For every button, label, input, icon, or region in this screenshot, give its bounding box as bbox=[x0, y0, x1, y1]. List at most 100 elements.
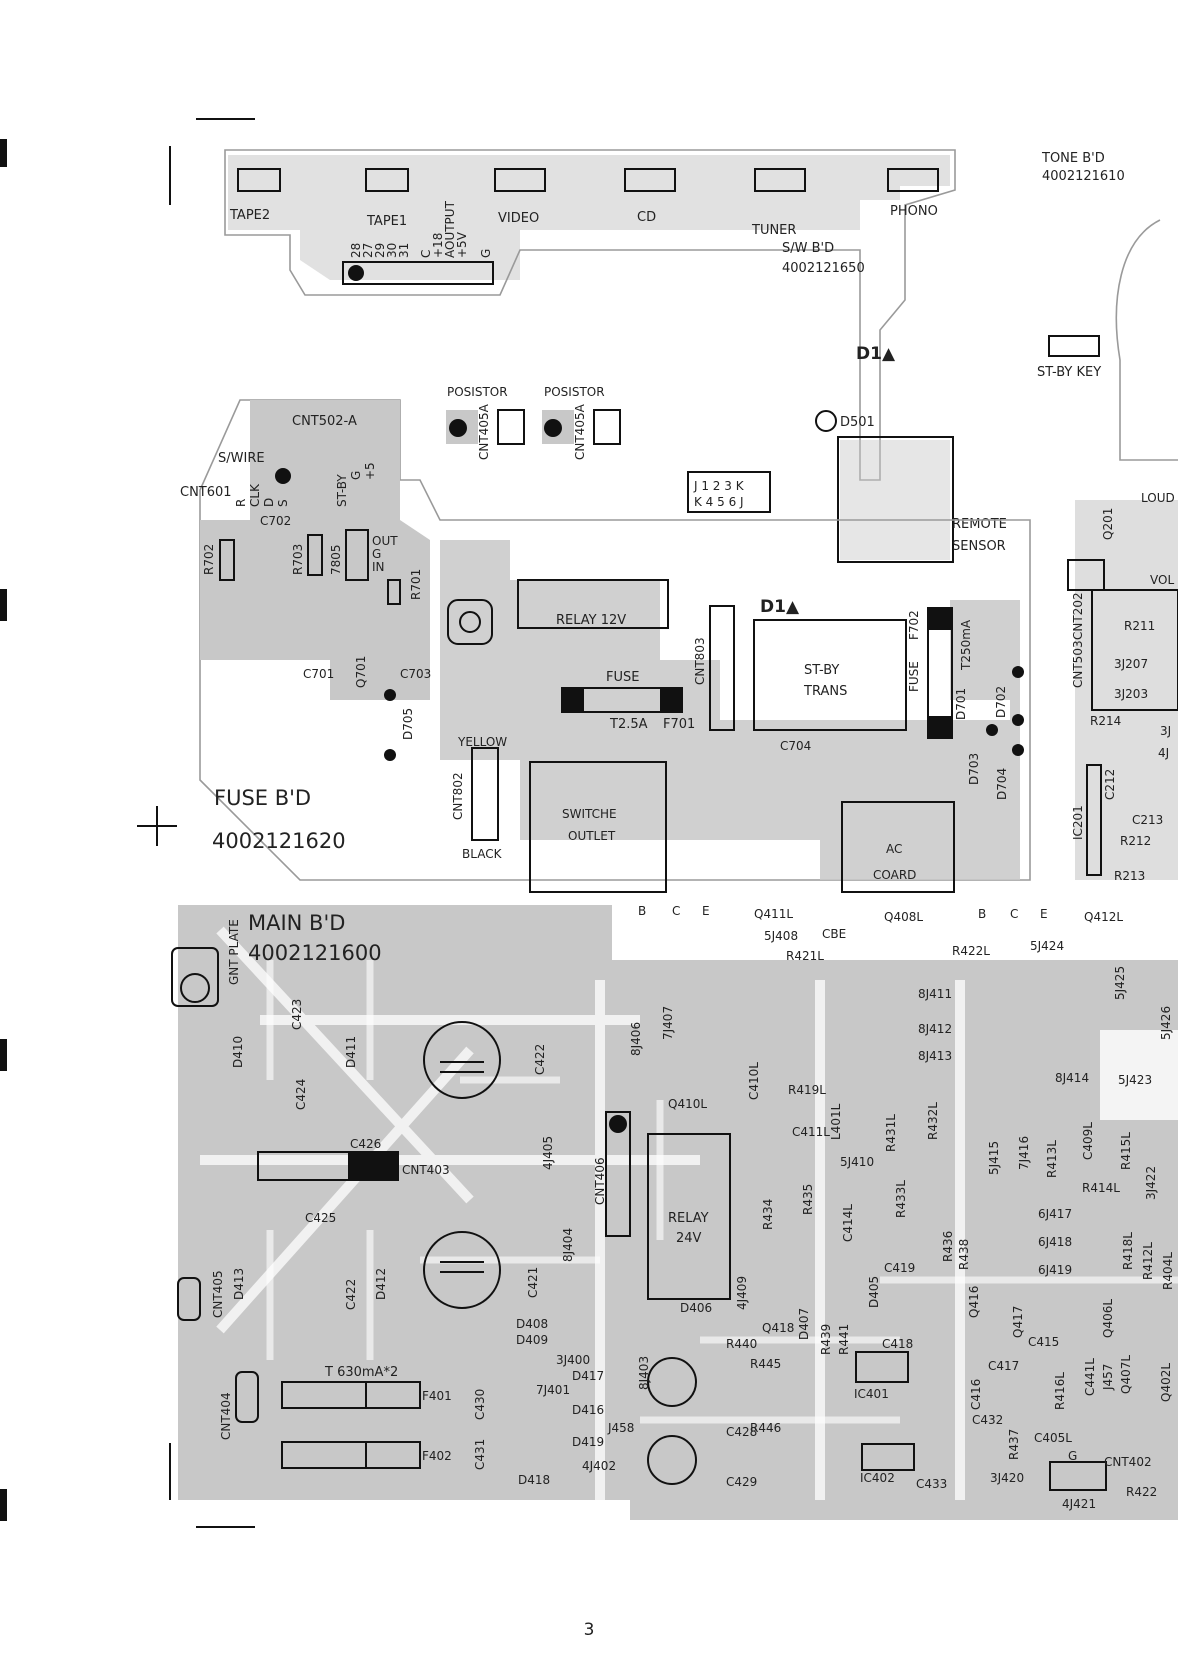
lbl-r416l: R416L bbox=[1053, 1372, 1067, 1410]
d704-label: D704 bbox=[995, 768, 1009, 800]
pin-27: 27 bbox=[361, 243, 375, 258]
lbl-cnt406: CNT406 bbox=[593, 1157, 607, 1205]
tone-board-edge: LOUD Q201 VOL CNT202 CNT503 R211 3J207 3… bbox=[1067, 219, 1178, 883]
lbl-7j401: 7J401 bbox=[536, 1383, 570, 1397]
relay-12v-label: RELAY 12V bbox=[556, 613, 626, 628]
lbl-r404l: R404L bbox=[1161, 1252, 1175, 1290]
lbl-r446: R446 bbox=[750, 1421, 781, 1435]
j3203-label: 3J203 bbox=[1114, 687, 1148, 701]
lbl-ic402: IC402 bbox=[860, 1471, 895, 1485]
reg-out: OUT bbox=[372, 534, 398, 548]
standby-trans-line-2: TRANS bbox=[803, 684, 847, 699]
lbl-d409: D409 bbox=[516, 1333, 548, 1347]
lbl-d408: D408 bbox=[516, 1317, 548, 1331]
main-cap-c422 bbox=[423, 1021, 501, 1099]
pin-30: 30 bbox=[385, 243, 399, 258]
relay-24v-line-2: 24V bbox=[676, 1231, 702, 1246]
fuse-f701-ref: F701 bbox=[663, 717, 695, 732]
d702-label: D702 bbox=[994, 686, 1008, 718]
lbl-8j403: 8J403 bbox=[637, 1356, 651, 1390]
pin-s: S bbox=[276, 499, 290, 507]
jumper-row-2: K 4 5 6 J bbox=[694, 495, 744, 509]
ac-cord-2: COARD bbox=[873, 868, 916, 882]
lbl-c430: C430 bbox=[473, 1389, 487, 1420]
pin-plus5: +5 bbox=[363, 462, 377, 480]
c702-label: C702 bbox=[260, 514, 291, 528]
pin-plus18: +18 bbox=[431, 233, 445, 258]
lbl-r422: R422 bbox=[1126, 1485, 1157, 1499]
lbl-c416: C416 bbox=[969, 1379, 983, 1410]
lbl-r445: R445 bbox=[750, 1357, 781, 1371]
tone-board-name: TONE B'D bbox=[1041, 151, 1105, 166]
lbl-c432: C432 bbox=[972, 1413, 1003, 1427]
label-video: VIDEO bbox=[498, 211, 539, 226]
lbl-c419: C419 bbox=[884, 1261, 915, 1275]
lbl-cnt404: CNT404 bbox=[219, 1392, 233, 1440]
lbl-c433: C433 bbox=[916, 1477, 947, 1491]
lbl-r415l: R415L bbox=[1119, 1132, 1133, 1170]
lbl-d412: D412 bbox=[374, 1268, 388, 1300]
lbl-d407: D407 bbox=[797, 1308, 811, 1340]
lbl-6j419: 6J419 bbox=[1038, 1263, 1072, 1277]
lbl-r434: R434 bbox=[761, 1199, 775, 1230]
switch-board-name: S/W B'D bbox=[782, 241, 834, 256]
loud-label: LOUD bbox=[1141, 491, 1175, 505]
connector-pin-labels: 28 27 29 30 31 C +18 AOUTPUT +5V G bbox=[349, 200, 493, 258]
fuse-board: CNT502-A S/WIRE CNT601 R CLK D S ST-BY G… bbox=[180, 399, 1031, 893]
pin-29: 29 bbox=[373, 243, 387, 258]
pin-c: C bbox=[419, 250, 433, 258]
fuse-f702-rating: T250mA bbox=[959, 619, 973, 671]
page-number: 3 bbox=[583, 1620, 595, 1640]
tr-c2: C bbox=[1010, 907, 1018, 921]
lbl-r437: R437 bbox=[1007, 1429, 1021, 1460]
lbl-cnt403: CNT403 bbox=[402, 1163, 450, 1177]
c701-label: C701 bbox=[303, 667, 334, 681]
jack-phono bbox=[887, 168, 939, 192]
switch-board-code: 4002121650 bbox=[782, 261, 865, 276]
fuse-f701-rating: T2.5A bbox=[609, 717, 648, 732]
lbl-4j409: 4J409 bbox=[735, 1276, 749, 1310]
input-jacks bbox=[237, 168, 939, 192]
lbl-c423: C423 bbox=[290, 999, 304, 1030]
lbl-8j404: 8J404 bbox=[561, 1228, 575, 1262]
reg-g: G bbox=[372, 547, 381, 561]
cnt802-bottom: BLACK bbox=[462, 847, 503, 861]
cnt803-label: CNT803 bbox=[693, 637, 707, 685]
c213-label: C213 bbox=[1132, 813, 1163, 827]
fuse-board-name: FUSE B'D bbox=[214, 786, 311, 810]
lbl-c405l: C405L bbox=[1034, 1431, 1072, 1445]
lbl-r435: R435 bbox=[801, 1184, 815, 1215]
main-board-name: MAIN B'D bbox=[248, 911, 345, 935]
d705-label: D705 bbox=[401, 708, 415, 740]
lbl-d413: D413 bbox=[232, 1268, 246, 1300]
label-tape2: TAPE2 bbox=[229, 208, 270, 223]
remote-sensor: D501 REMOTE SENSOR bbox=[815, 410, 1007, 563]
j4-label: 4J bbox=[1158, 746, 1169, 760]
lbl-5j410: 5J410 bbox=[840, 1155, 874, 1169]
lbl-8j412: 8J412 bbox=[918, 1022, 952, 1036]
jack-tuner bbox=[754, 168, 806, 192]
lbl-c415: C415 bbox=[1028, 1335, 1059, 1349]
lbl-d418: D418 bbox=[518, 1473, 550, 1487]
r701-label: R701 bbox=[409, 569, 423, 600]
lbl-c422b: C422 bbox=[344, 1279, 358, 1310]
lbl-ic401: IC401 bbox=[854, 1387, 889, 1401]
tone-board-code: 4002121610 bbox=[1042, 169, 1125, 184]
cert-mark-2: D1▲ bbox=[760, 597, 800, 617]
main-board-code: 4002121600 bbox=[248, 941, 382, 965]
pin-31: 31 bbox=[397, 243, 411, 258]
remote-diode-ref: D501 bbox=[840, 415, 875, 430]
jack-tape2 bbox=[237, 168, 281, 192]
j3207-label: 3J207 bbox=[1114, 657, 1148, 671]
lbl-r414l: R414L bbox=[1082, 1181, 1120, 1195]
label-phono: PHONO bbox=[890, 204, 938, 219]
r212-label: R212 bbox=[1120, 834, 1151, 848]
lbl-cnt402: CNT402 bbox=[1104, 1455, 1152, 1469]
r213-label: R213 bbox=[1114, 869, 1145, 883]
lbl-d410: D410 bbox=[231, 1036, 245, 1068]
pin-g2: G bbox=[349, 471, 363, 480]
lbl-j458: J458 bbox=[607, 1421, 634, 1435]
switched-outlet-1: SWITCHE bbox=[562, 807, 617, 821]
relay-24v bbox=[647, 1133, 731, 1300]
